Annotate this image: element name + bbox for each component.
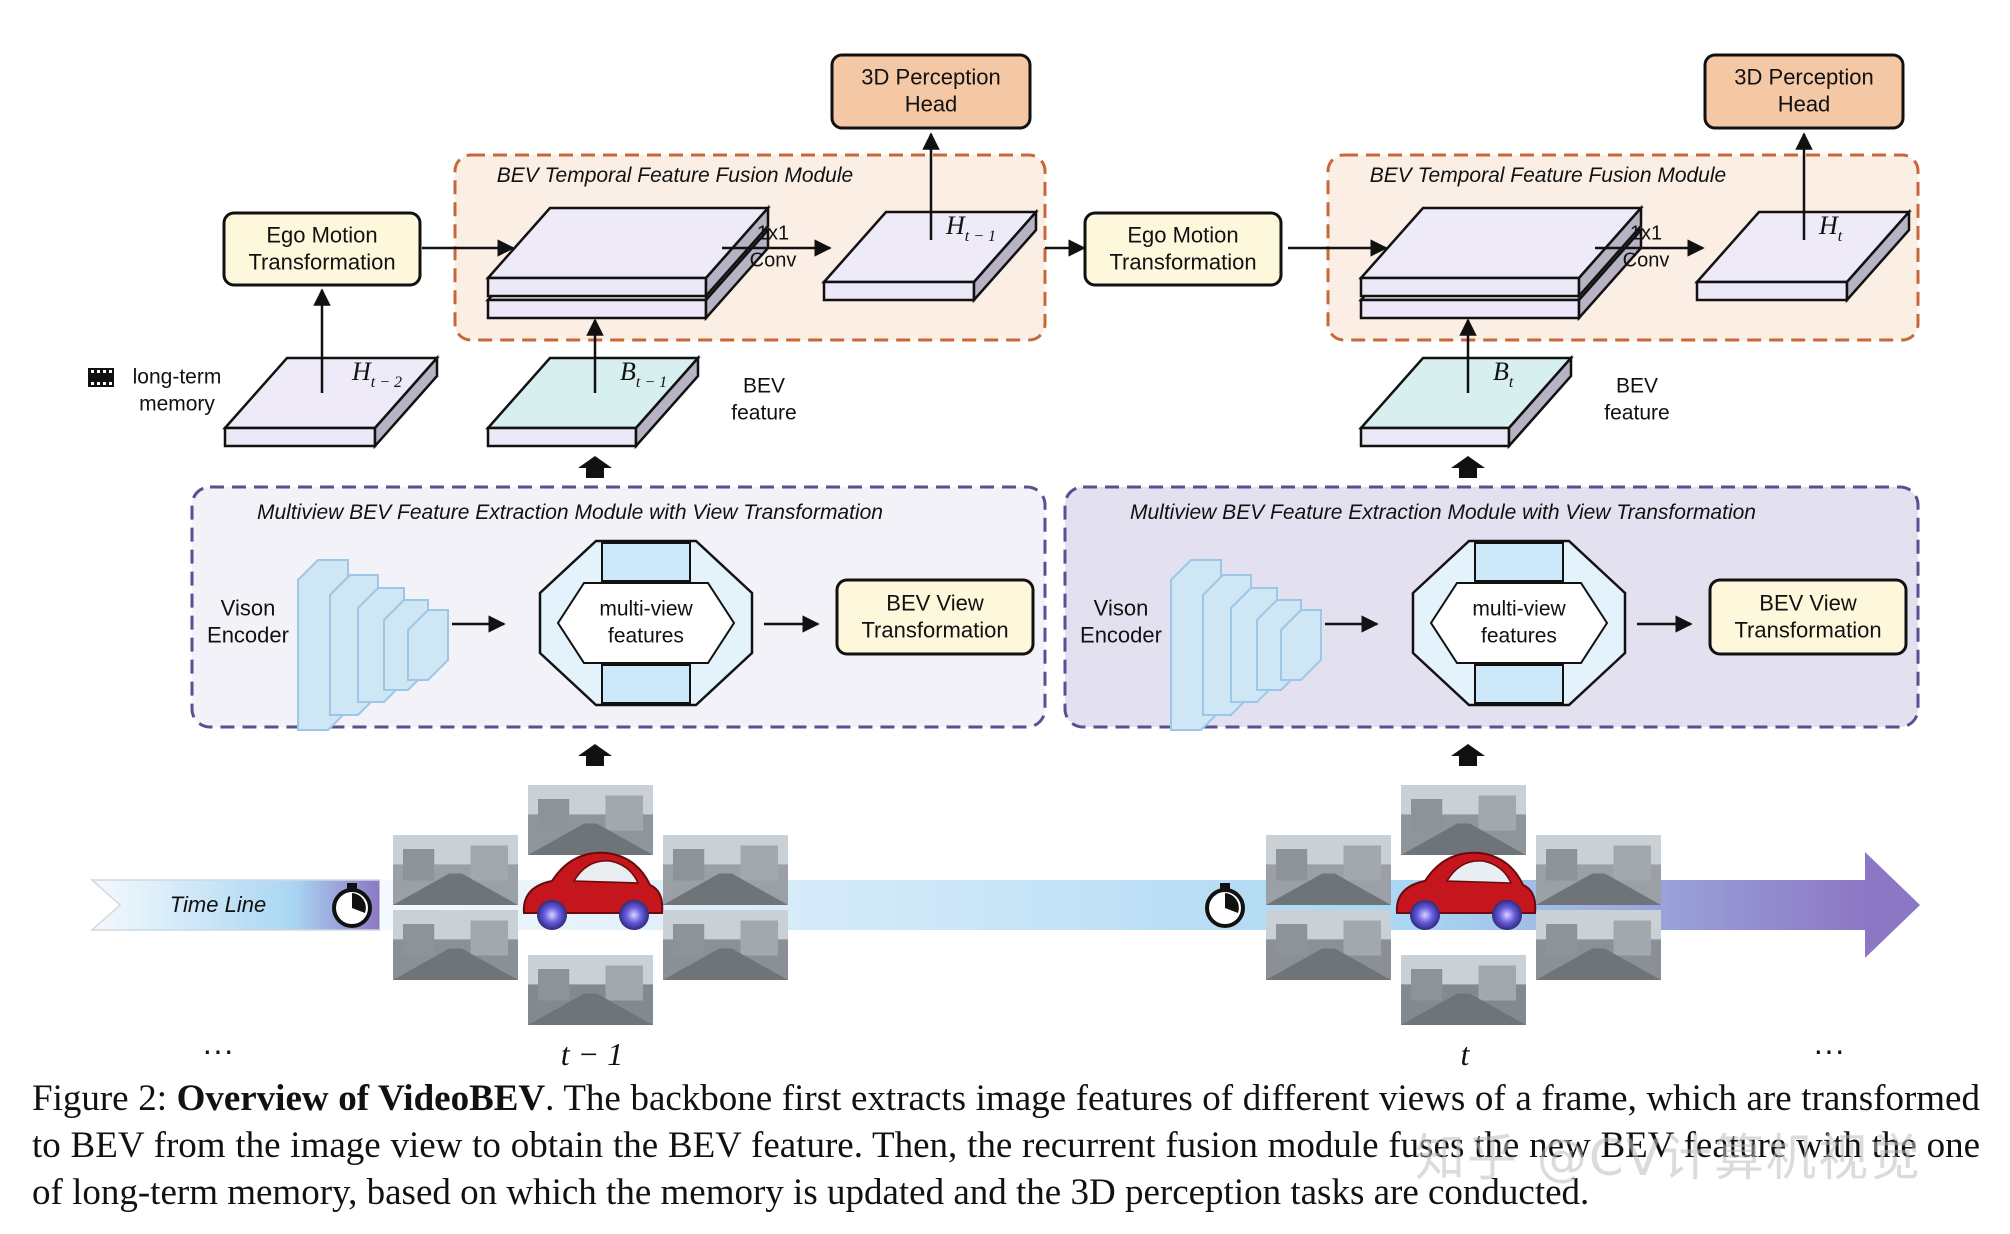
camera-front-curr [1401,785,1526,855]
camera-front-left-prev [393,835,518,905]
timeline-label: Time Line [170,892,266,917]
car-curr [1395,851,1537,930]
camera-back-prev [528,955,653,1025]
camera-back-right-prev [663,910,788,980]
car-prev [522,851,664,930]
ego-motion-box-prev [222,211,422,287]
camera-back-left-prev [393,910,518,980]
camera-front-right-prev [663,835,788,905]
fused-feature-plate-curr [1358,204,1644,322]
fat-arrow-lower-curr [1451,744,1485,766]
extraction-module-title-prev: Multiview BEV Feature Extraction Module … [257,501,883,524]
timeline-tail [90,879,381,931]
vision-encoder-stack-prev [297,559,449,731]
bev-feature-plate-curr [1358,354,1574,450]
multiview-octagon-curr [1411,539,1627,707]
camera-back-left-curr [1266,910,1391,980]
watermark: 知乎 @CV计算机视觉 [1415,1129,1923,1187]
fusion-module-title-prev: BEV Temporal Feature Fusion Module [497,164,853,187]
stopwatch-prev [332,883,372,928]
fused-feature-plate-prev [485,204,771,322]
hidden-state-plate-prev [821,208,1039,304]
fat-arrow-upper-prev [578,456,612,478]
multiview-octagon-prev [538,539,754,707]
fat-arrow-upper-curr [1451,456,1485,478]
bev-view-transform-box-curr [1708,578,1908,656]
caption-prefix: Figure 2: [32,1078,177,1119]
frame-label-prev: t − 1 [561,1036,623,1072]
timeline-arrowhead [1865,852,1920,958]
fat-arrow-lower-prev [578,744,612,766]
hidden-state-plate-curr [1694,208,1912,304]
memory-plate [222,354,440,450]
bev-feature-symbol-prev: Bt − 1 [620,357,667,391]
ellipsis-right: ··· [1813,1032,1845,1068]
hidden-state-label-prev: Ht − 1 [945,211,996,245]
camera-front-right-curr [1536,835,1661,905]
ellipsis-left: ··· [202,1032,234,1068]
caption-title: Overview of VideoBEV [176,1078,546,1119]
camera-front-prev [528,785,653,855]
frame-label-curr: t [1461,1036,1471,1072]
bev-feature-plate-prev [485,354,701,450]
hidden-state-label-curr: Ht [1818,211,1843,245]
figure-caption: Figure 2: Overview of VideoBEV. The back… [32,1075,1980,1216]
camera-back-right-curr [1536,910,1661,980]
camera-back-curr [1401,955,1526,1025]
perception-head-curr [1703,53,1905,130]
bev-view-transform-box-prev [835,578,1035,656]
film-icon [88,368,114,387]
memory-symbol: Ht − 2 [351,357,402,391]
perception-head-prev [830,53,1032,130]
bev-feature-symbol-curr: Bt [1493,357,1514,391]
extraction-module-title-curr: Multiview BEV Feature Extraction Module … [1130,501,1756,524]
vision-encoder-stack-curr [1170,559,1322,731]
camera-front-left-curr [1266,835,1391,905]
caption-text: . The backbone first extracts image feat… [32,1078,1980,1213]
fusion-module-title-curr: BEV Temporal Feature Fusion Module [1370,164,1726,187]
stopwatch-curr [1205,883,1245,928]
